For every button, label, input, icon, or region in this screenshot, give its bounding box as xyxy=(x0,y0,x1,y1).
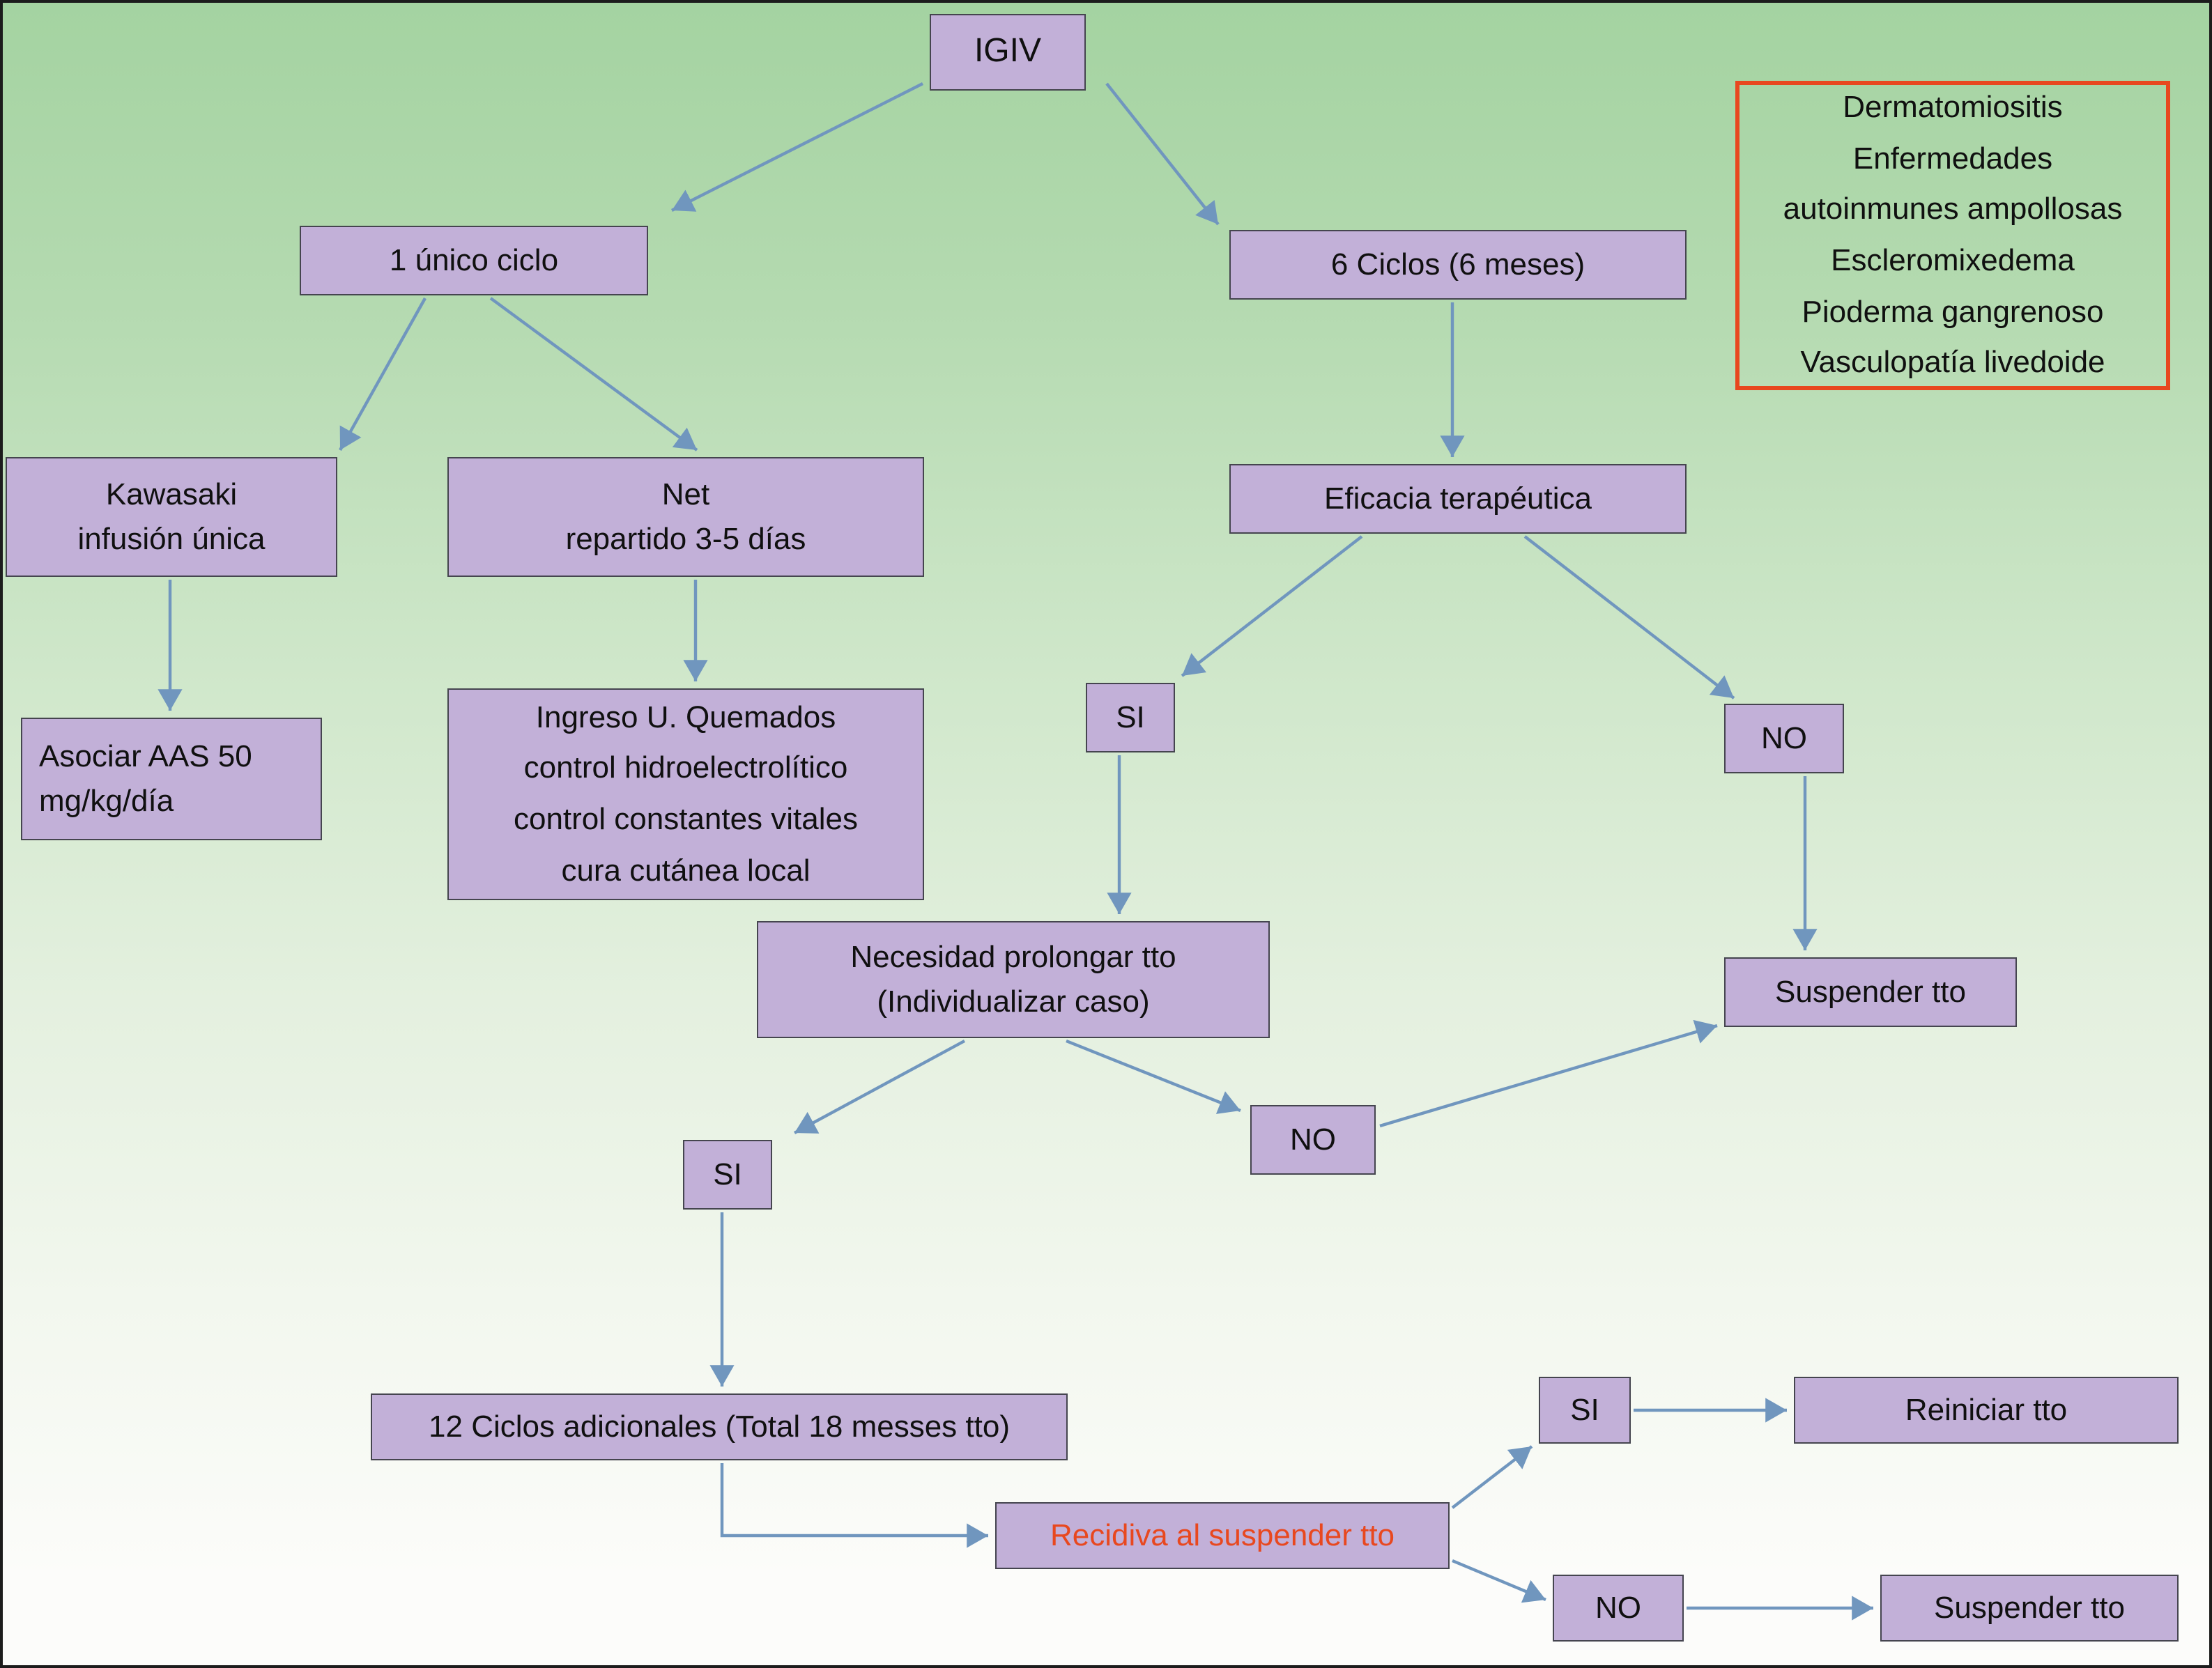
arrow-ciclos-to-recidiva xyxy=(720,1463,988,1548)
arrow-single-cycle-to-net xyxy=(489,297,698,451)
node-si-eficacia: SI xyxy=(1086,683,1175,752)
node-net: Net repartido 3-5 días xyxy=(447,457,924,577)
node-igiv: IGIV xyxy=(930,14,1086,91)
node-eficacia: Eficacia terapéutica xyxy=(1229,464,1687,534)
node-no-recidiva: NO xyxy=(1553,1575,1684,1642)
arrow-recidiva-to-si xyxy=(1451,1445,1533,1509)
arrow-necesidad-to-si xyxy=(793,1040,966,1134)
arrow-necesidad-to-no xyxy=(1066,1039,1241,1114)
connector-layer xyxy=(158,82,1873,1621)
node-ingreso-quemados: Ingreso U. Quemados control hidroelectro… xyxy=(447,688,924,900)
node-indications-list: Dermatomiositis Enfermedades autoinmunes… xyxy=(1735,81,2170,390)
node-necesidad-prolongar: Necesidad prolongar tto (Individualizar … xyxy=(757,921,1270,1038)
node-no-prolongar: NO xyxy=(1250,1105,1376,1175)
node-suspender-tto-1: Suspender tto xyxy=(1724,957,2017,1027)
node-ciclos-adicionales: 12 Ciclos adicionales (Total 18 messes t… xyxy=(371,1393,1068,1460)
node-si-prolongar: SI xyxy=(683,1140,772,1210)
arrow-single-cycle-to-kawasaki xyxy=(339,297,427,451)
arrow-eficacia-to-no xyxy=(1523,535,1735,700)
arrow-recidiva-to-no xyxy=(1452,1559,1546,1603)
arrow-no-prolongar-to-suspender xyxy=(1379,1019,1718,1128)
node-single-cycle: 1 único ciclo xyxy=(300,226,648,295)
arrow-eficacia-to-si xyxy=(1181,535,1363,677)
node-asociar-aas: Asociar AAS 50 mg/kg/día xyxy=(21,718,322,840)
node-suspender-tto-2: Suspender tto xyxy=(1880,1575,2179,1642)
node-no-eficacia: NO xyxy=(1724,704,1844,773)
node-si-recidiva: SI xyxy=(1539,1377,1631,1444)
arrow-igiv-to-six-cycles xyxy=(1105,82,1220,226)
arrow-igiv-to-single-cycle xyxy=(671,82,923,212)
node-reiniciar-tto: Reiniciar tto xyxy=(1794,1377,2179,1444)
node-kawasaki: Kawasaki infusión única xyxy=(6,457,337,577)
node-recidiva: Recidiva al suspender tto xyxy=(995,1502,1450,1569)
node-six-cycles: 6 Ciclos (6 meses) xyxy=(1229,230,1687,300)
